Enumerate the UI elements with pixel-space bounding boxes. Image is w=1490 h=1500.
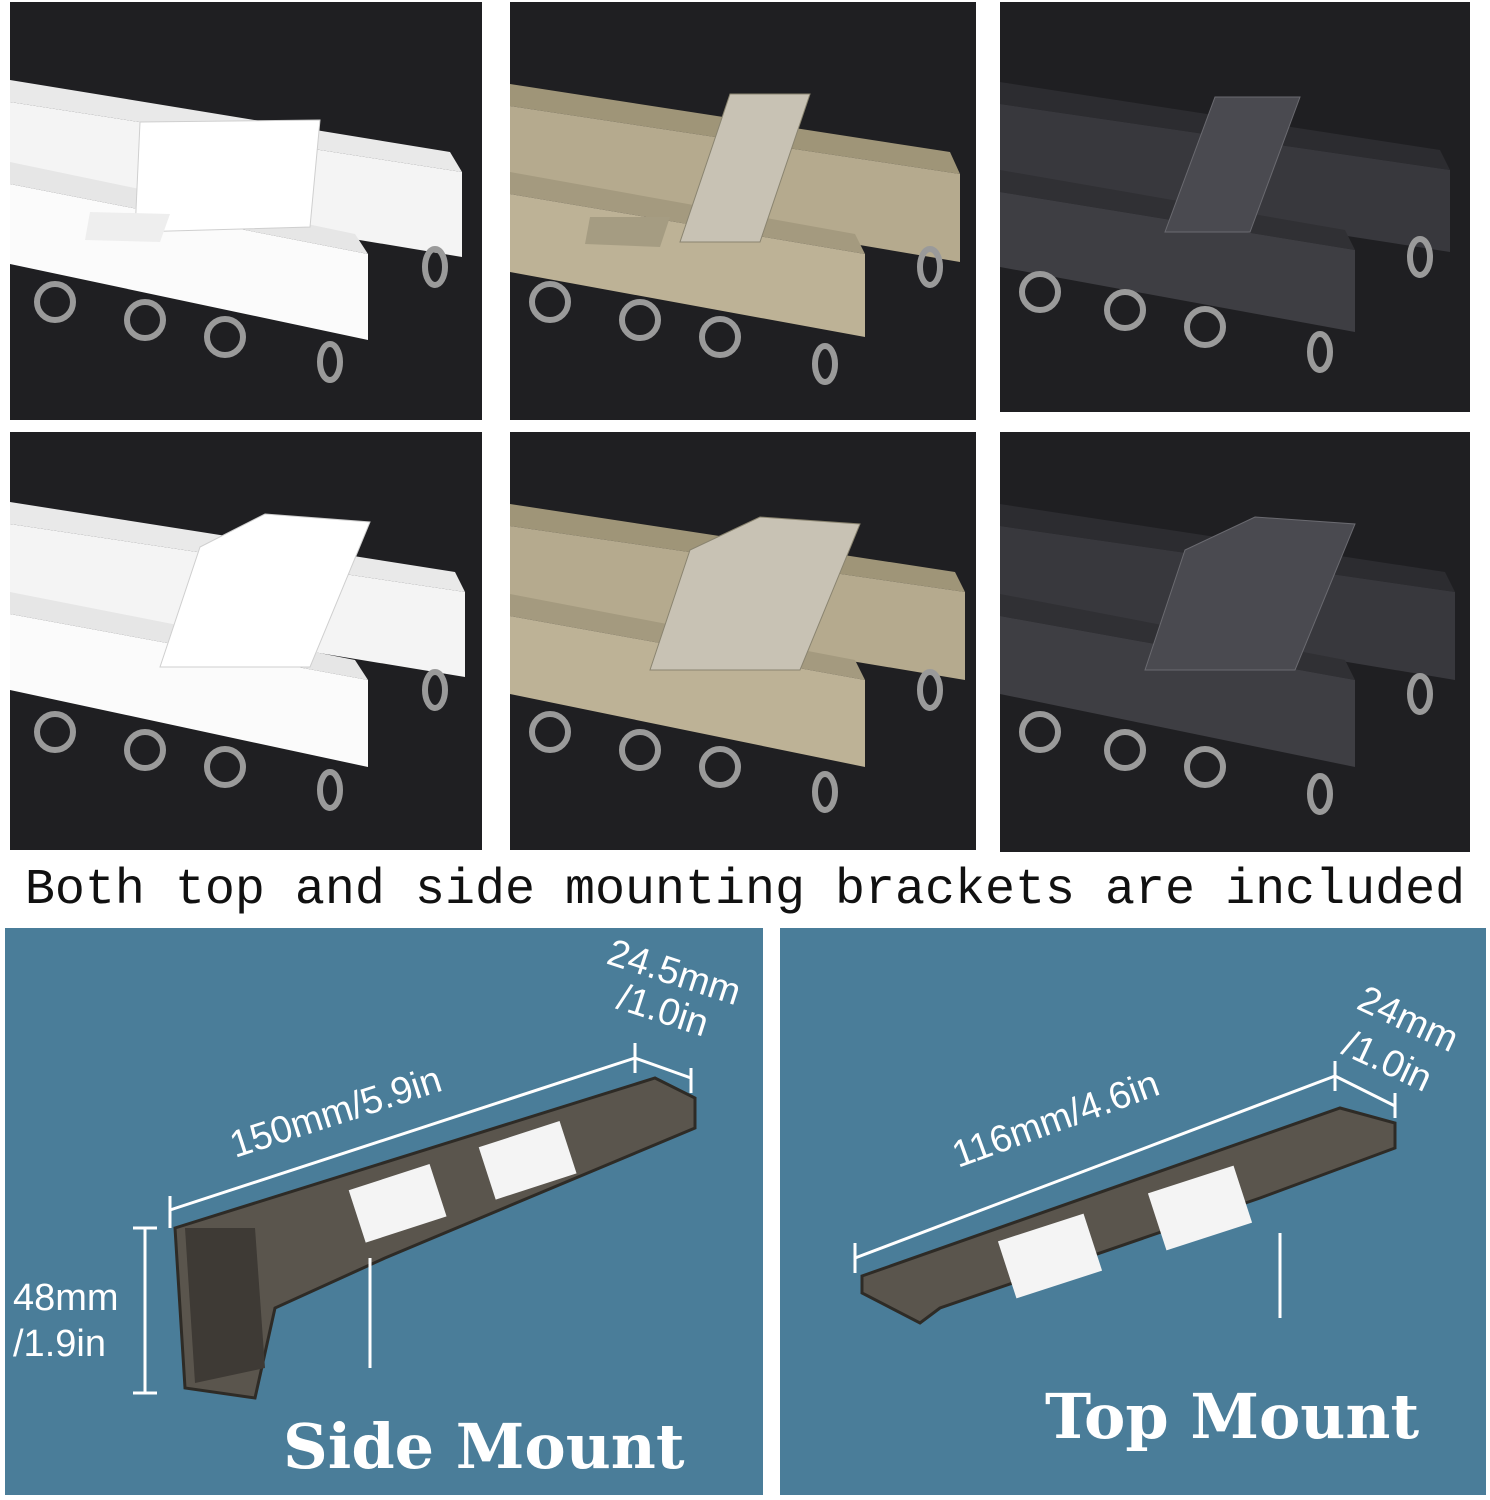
depth-dimension-line [1334, 1074, 1396, 1108]
headline: Both top and side mounting brackets are … [24, 862, 1466, 919]
track-champagne-top-bracket-photo [510, 2, 976, 420]
track-image [510, 2, 976, 420]
track-black-side-bracket-photo [1000, 432, 1470, 852]
track-image [510, 432, 976, 850]
top-mount-title: Top Mount [1045, 1380, 1419, 1453]
glider-clip [348, 1164, 447, 1243]
track-white-top-bracket-photo [10, 2, 482, 420]
track-image [10, 2, 482, 420]
top-bracket-shape [860, 1106, 1397, 1325]
side-bracket-plate [185, 1228, 265, 1383]
length-dimension-line [854, 1074, 1336, 1260]
track-white-side-bracket-photo [10, 432, 482, 850]
track-image [10, 432, 482, 850]
side-height-label-a: 48mm [13, 1277, 119, 1319]
side-mount-panel: 150mm/5.9in 24.5mm /1.0in 48mm /1.9in Si… [5, 928, 763, 1495]
top-length-label: 116mm/4.6in [947, 1063, 1165, 1177]
track-champagne-side-bracket-photo [510, 432, 976, 850]
track-image [1000, 432, 1470, 852]
track-image [1000, 2, 1470, 412]
glider-clip [997, 1213, 1103, 1299]
side-mount-diagram: 150mm/5.9in 24.5mm /1.0in 48mm /1.9in Si… [13, 932, 746, 1483]
length-dimension-line [169, 1056, 636, 1212]
glider-clip [1147, 1165, 1253, 1251]
side-mount-title: Side Mount [283, 1410, 685, 1483]
depth-dimension-line [634, 1056, 692, 1080]
side-height-label-b: /1.9in [13, 1323, 106, 1365]
track-black-top-bracket-photo [1000, 2, 1470, 412]
top-mount-panel: 116mm/4.6in 24mm /1.0in Top Mount [780, 928, 1486, 1495]
glider-clip [478, 1121, 577, 1200]
side-length-label: 150mm/5.9in [225, 1059, 447, 1167]
top-mount-diagram: 116mm/4.6in 24mm /1.0in Top Mount [853, 978, 1465, 1453]
